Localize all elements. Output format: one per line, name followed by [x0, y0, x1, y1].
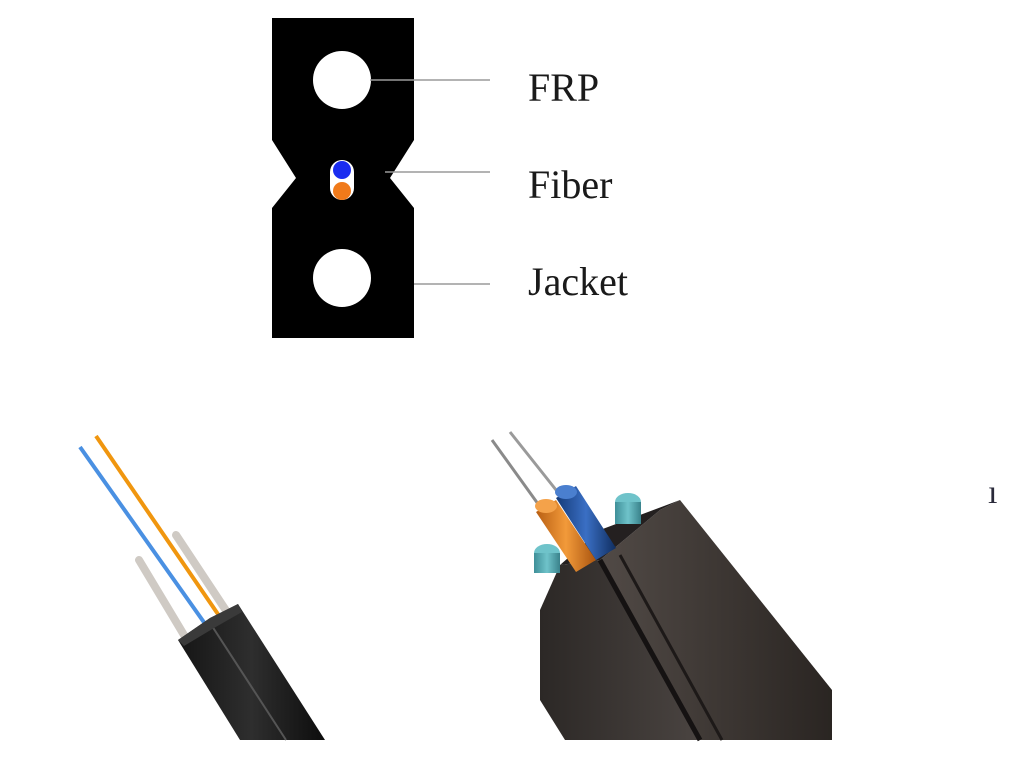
photo-jacket-groove	[211, 625, 287, 741]
frp-rod-top	[313, 51, 371, 109]
photo-rod-right	[172, 531, 233, 619]
frp-rod-bottom	[313, 249, 371, 307]
render-jacket-right-face	[600, 500, 832, 740]
render-tube-blue-end	[555, 485, 577, 499]
photo-fiber-blue	[78, 445, 210, 630]
cable-render	[490, 431, 832, 742]
render-jacket-left-face	[540, 560, 700, 740]
fiber-core-blue	[333, 161, 351, 179]
fiber-label: Fiber	[528, 162, 613, 207]
render-frp-right-body	[615, 502, 641, 524]
photo-rod-left	[135, 556, 191, 644]
render-tube-orange-end	[535, 499, 557, 513]
render-tube-orange	[536, 500, 596, 572]
photo-jacket	[178, 604, 325, 740]
stray-text-fragment: ı	[988, 474, 998, 511]
render-jacket-groove-2	[618, 554, 724, 741]
cable-photo	[78, 434, 325, 741]
render-jacket-groove	[597, 558, 703, 742]
render-frp-left-body	[534, 553, 560, 573]
fiber-core-orange	[333, 182, 351, 200]
frp-label: FRP	[528, 65, 600, 110]
cable-cross-section	[272, 18, 490, 338]
photo-jacket-end	[178, 604, 242, 646]
render-tube-blue	[556, 486, 616, 560]
jacket-label: Jacket	[528, 259, 628, 304]
photo-fiber-orange	[94, 434, 224, 622]
